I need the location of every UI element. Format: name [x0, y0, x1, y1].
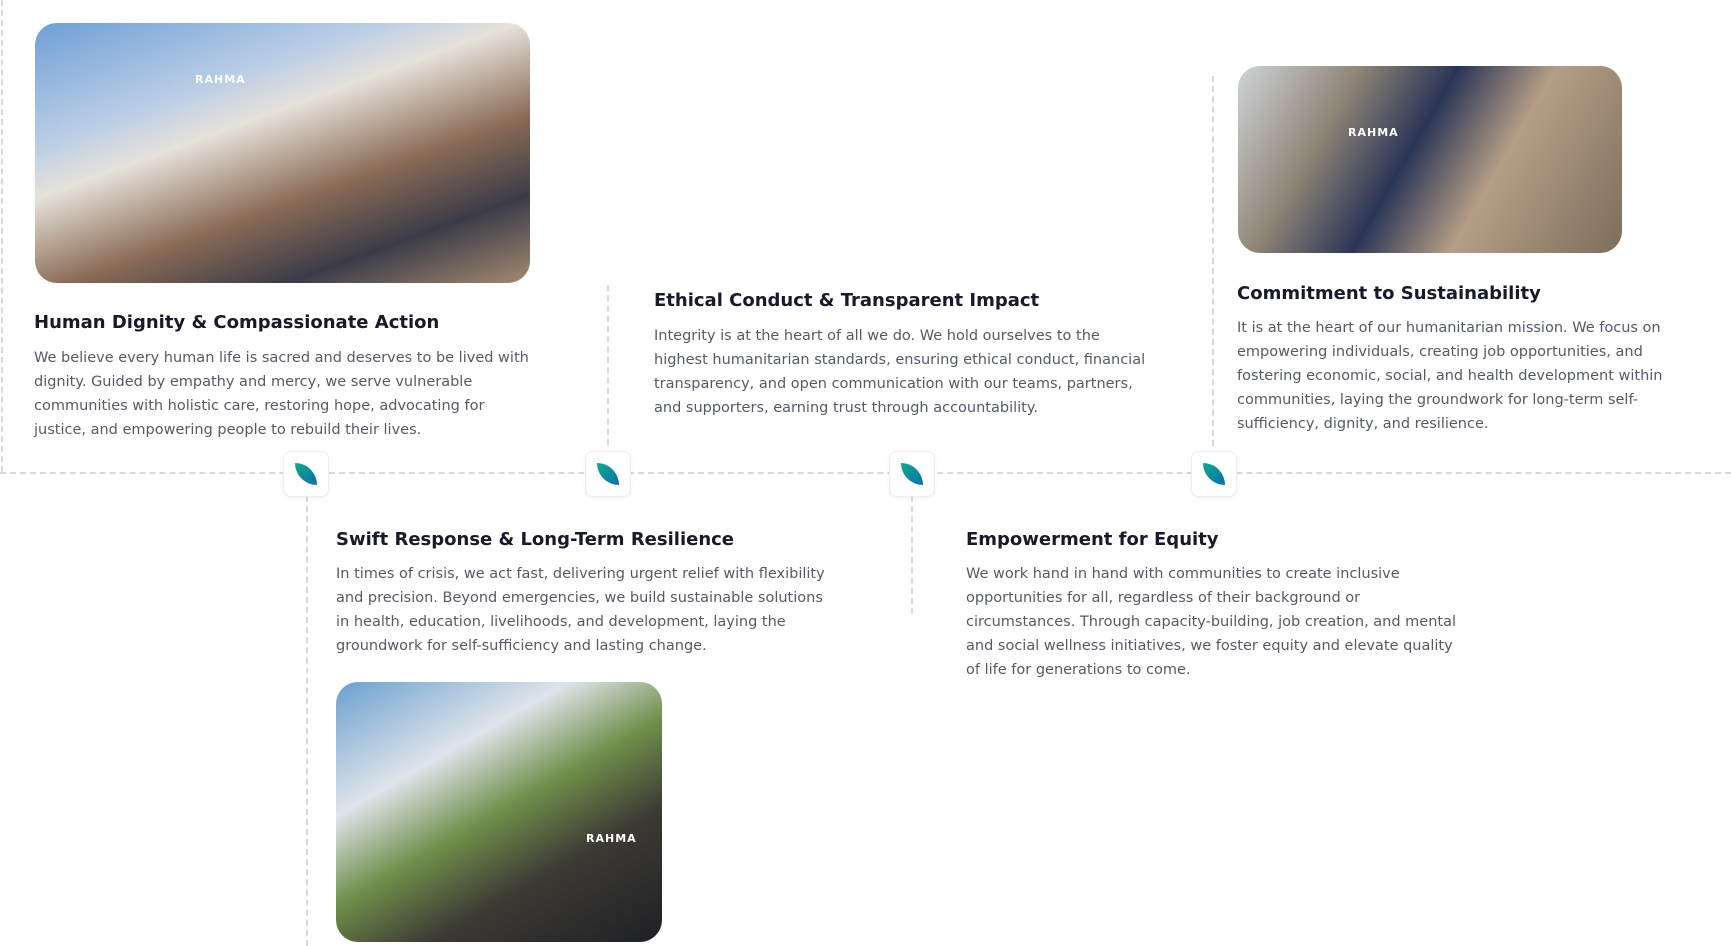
- timeline-connector: [1212, 76, 1214, 446]
- value-title: Human Dignity & Compassionate Action: [34, 312, 440, 333]
- timeline-node: [1191, 451, 1237, 497]
- photo-logo: RAHMA: [195, 73, 246, 86]
- value-title: Swift Response & Long-Term Resilience: [336, 529, 735, 550]
- timeline-connector: [911, 496, 913, 614]
- value-title: Ethical Conduct & Transparent Impact: [654, 290, 1040, 311]
- timeline-node: [889, 451, 935, 497]
- timeline-connector: [1, 0, 3, 472]
- value-title: Commitment to Sustainability: [1237, 283, 1541, 304]
- value-description: It is at the heart of our humanitarian m…: [1237, 320, 1663, 432]
- value-description: We work hand in hand with communities to…: [966, 566, 1457, 678]
- photo-logo: RAHMA: [1348, 126, 1399, 139]
- value-photo-food-aid: RAHMA: [336, 682, 662, 942]
- leaf-icon: [295, 463, 317, 485]
- timeline-connector: [607, 285, 609, 445]
- value-title: Empowerment for Equity: [966, 529, 1219, 550]
- timeline-connector: [306, 496, 308, 946]
- leaf-icon: [1203, 463, 1225, 485]
- timeline-node: [585, 451, 631, 497]
- value-description: In times of crisis, we act fast, deliver…: [336, 566, 825, 654]
- timeline-line: [0, 472, 1731, 474]
- leaf-icon: [901, 463, 923, 485]
- value-photo-food-delivery: RAHMA: [1238, 66, 1622, 253]
- timeline-node: [283, 451, 329, 497]
- value-photo-water-tank: RAHMA: [35, 23, 530, 283]
- value-description: Integrity is at the heart of all we do. …: [654, 328, 1146, 416]
- leaf-icon: [597, 463, 619, 485]
- photo-logo: RAHMA: [586, 832, 637, 845]
- value-description: We believe every human life is sacred an…: [34, 350, 529, 438]
